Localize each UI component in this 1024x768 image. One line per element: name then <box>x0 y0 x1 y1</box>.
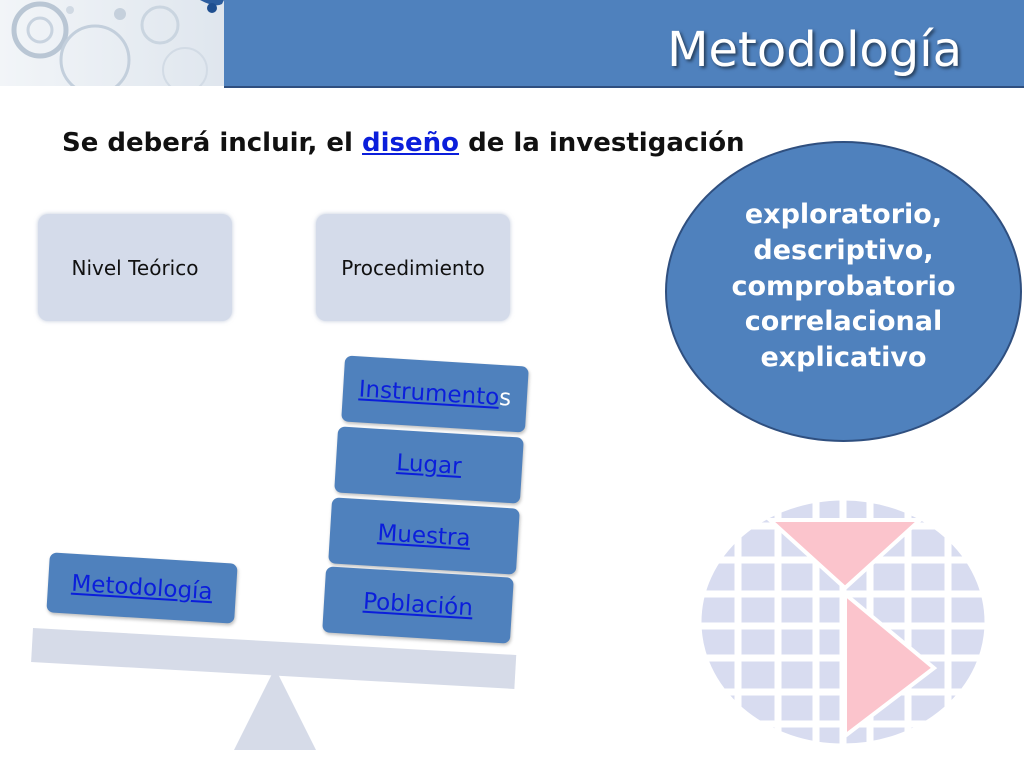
subtitle-suffix: de la investigación <box>459 128 745 158</box>
muestra-link[interactable]: Muestra <box>376 520 472 552</box>
header-decoration <box>0 0 226 86</box>
card-procedimiento: Procedimiento <box>316 214 510 321</box>
header-bar <box>224 0 1024 88</box>
card-nivel-teorico-label: Nivel Teórico <box>71 255 199 280</box>
design-types-ellipse: exploratorio, descriptivo, comprobatorio… <box>665 141 1022 442</box>
slide-header: Metodología <box>0 0 1024 88</box>
design-type-line: descriptivo, <box>753 234 934 266</box>
scale-left-metodologia[interactable]: Metodología <box>46 552 238 624</box>
instrumentos-suffix: s <box>498 384 512 412</box>
design-type-line: exploratorio, <box>744 198 943 230</box>
card-procedimiento-label: Procedimiento <box>341 255 485 280</box>
stack-item-lugar[interactable]: Lugar <box>334 426 524 504</box>
metodologia-link[interactable]: Metodología <box>70 570 214 606</box>
stack-item-poblacion[interactable]: Población <box>322 566 514 644</box>
poblacion-link[interactable]: Población <box>362 588 474 622</box>
scale-fulcrum <box>234 668 316 750</box>
globe-logo-icon <box>698 498 988 747</box>
design-type-line: comprobatorio <box>731 270 956 302</box>
instrumentos-link[interactable]: Instrumento <box>358 376 500 411</box>
stack-item-muestra[interactable]: Muestra <box>328 497 520 575</box>
design-link[interactable]: diseño <box>362 128 460 158</box>
subtitle-prefix: Se deberá incluir, el <box>62 128 363 158</box>
subtitle: Se deberá incluir, el diseño de la inves… <box>62 128 745 158</box>
design-types-text: exploratorio, descriptivo, comprobatorio… <box>731 197 955 377</box>
card-nivel-teorico: Nivel Teórico <box>38 214 232 321</box>
design-type-line: explicativo <box>760 342 927 374</box>
design-type-line: correlacional <box>744 306 943 338</box>
page-title: Metodología <box>667 22 962 78</box>
lugar-link[interactable]: Lugar <box>395 450 463 480</box>
